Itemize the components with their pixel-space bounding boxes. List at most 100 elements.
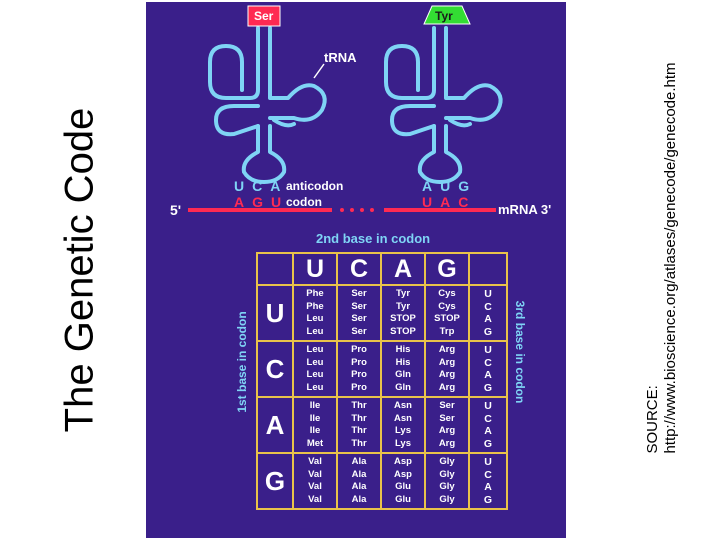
third-base: G <box>483 437 493 450</box>
right-anticodon-base: G <box>458 178 478 194</box>
amino-acid: STOP <box>390 313 416 324</box>
left-trna <box>208 26 327 184</box>
second-base-a: A <box>380 252 426 286</box>
table-corner-right <box>468 252 508 286</box>
amino-acid: Ser <box>439 412 455 424</box>
amino-acid: STOP <box>434 313 460 324</box>
amino-acid: Gly <box>439 468 455 480</box>
amino-acid: Phe <box>306 288 324 299</box>
right-trna <box>384 26 503 184</box>
trna-pointer <box>313 63 325 79</box>
amino-acid: Leu <box>306 325 324 337</box>
third-base: C <box>484 356 492 369</box>
amino-acid: His <box>395 344 411 355</box>
amino-acid: Ala <box>351 468 367 480</box>
amino-acid: Cys <box>438 300 456 312</box>
right-codon: UAC <box>422 194 476 210</box>
amino-acid: Val <box>308 481 322 492</box>
third-base-label: 3rd base in codon <box>513 300 527 404</box>
genetic-code-figure: Ser Tyr tRNA UCA AGU anticodon codon AUG… <box>146 2 566 538</box>
trna-label: tRNA <box>324 50 357 65</box>
amino-acid: Arg <box>438 369 456 380</box>
amino-acid: Arg <box>438 356 456 368</box>
third-base: A <box>484 481 492 493</box>
amino-acid: STOP <box>390 325 416 337</box>
left-anticodon-base: A <box>270 178 289 194</box>
amino-acid: Thr <box>351 412 367 424</box>
third-base: G <box>483 325 493 338</box>
right-codon-base: A <box>440 194 459 210</box>
amino-acid: Ala <box>351 456 367 467</box>
left-anticodon-base: U <box>234 178 253 194</box>
amino-acid: Tyr <box>395 288 411 299</box>
left-codon-base: U <box>271 194 290 210</box>
tyr-tag-shape <box>423 5 471 25</box>
amino-acid: Ser <box>351 300 367 312</box>
amino-acid: Gln <box>395 381 411 393</box>
amino-acid: His <box>395 356 411 368</box>
ser-tag-label: Ser <box>254 9 274 23</box>
amino-acid: Leu <box>306 344 324 355</box>
left-anticodon-base: C <box>252 178 271 194</box>
second-base-g: G <box>424 252 470 286</box>
amino-acid: Ser <box>439 400 455 411</box>
amino-acid: Val <box>308 493 322 505</box>
amino-acid: Ala <box>351 493 367 505</box>
right-anticodon-base: U <box>440 178 459 194</box>
amino-acid: Gln <box>395 369 411 380</box>
amino-acid: Val <box>308 456 322 467</box>
slide-title: The Genetic Code <box>57 107 102 433</box>
ser-tag-shape <box>247 5 281 27</box>
source-label: SOURCE: <box>644 385 661 454</box>
amino-acid: Met <box>306 437 324 449</box>
amino-acid: Arg <box>438 425 456 436</box>
amino-acid: Thr <box>351 437 367 449</box>
amino-acid: Ser <box>351 313 367 324</box>
second-base-label: 2nd base in codon <box>316 231 431 246</box>
amino-acid: Asn <box>394 412 412 424</box>
amino-acid: Lys <box>394 437 412 449</box>
amino-acid: Val <box>308 468 322 480</box>
mrna-dot <box>340 208 344 212</box>
left-codon-base: A <box>234 194 253 210</box>
amino-acid: Thr <box>351 400 367 411</box>
amino-acid: Asn <box>394 400 412 411</box>
amino-acid: Arg <box>438 437 456 449</box>
mrna-gap-dots <box>340 208 374 212</box>
right-anticodon-base: A <box>422 178 441 194</box>
third-base: C <box>484 468 492 481</box>
right-codon-base: U <box>422 194 441 210</box>
amino-acid: Asp <box>394 468 412 480</box>
mrna-label: mRNA 3' <box>498 202 552 217</box>
amino-acid: Ile <box>309 400 321 411</box>
amino-acid: Leu <box>306 369 324 380</box>
third-base: U <box>484 344 492 356</box>
first-base-a: A <box>256 396 294 454</box>
trna-diagram <box>188 5 503 212</box>
third-base: U <box>484 456 492 468</box>
amino-acid: Cys <box>438 288 456 299</box>
amino-acid: Ser <box>351 288 367 299</box>
third-base: A <box>484 313 492 325</box>
first-base-g: G <box>256 452 294 510</box>
third-base: U <box>484 400 492 412</box>
amino-acid: Leu <box>306 356 324 368</box>
third-base: A <box>484 369 492 381</box>
amino-acid: Leu <box>306 313 324 324</box>
